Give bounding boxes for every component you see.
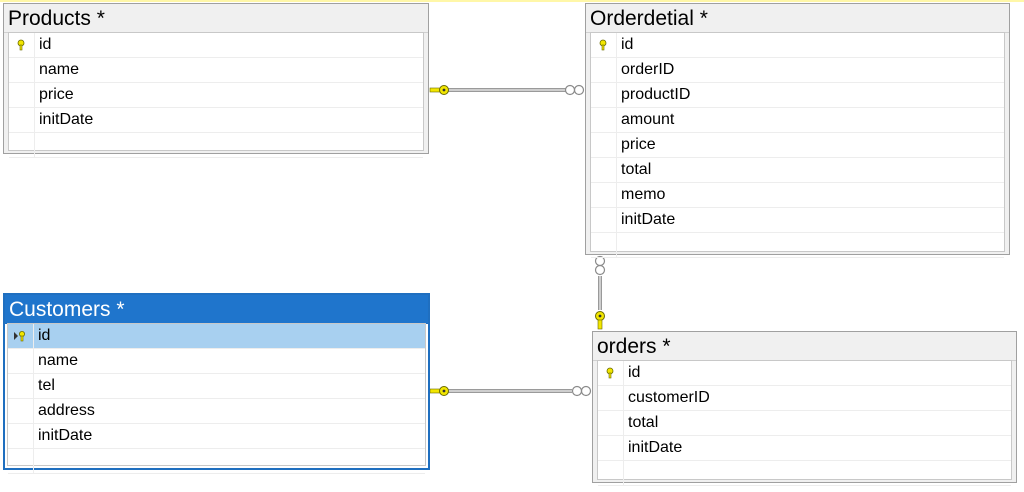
column-row-price[interactable]: price	[9, 83, 423, 108]
column-name: total	[628, 414, 659, 431]
table-products[interactable]: Products * id name price initDate	[3, 3, 429, 158]
column-row-initdate[interactable]: initDate	[591, 208, 1004, 233]
row-selector[interactable]	[591, 33, 617, 57]
row-selector[interactable]	[9, 133, 35, 157]
column-name: id	[39, 36, 52, 53]
column-row-empty[interactable]	[8, 449, 425, 474]
infinity-icon	[594, 255, 606, 276]
row-selector[interactable]	[8, 424, 34, 448]
column-name: id	[38, 327, 51, 344]
row-selector[interactable]	[591, 183, 617, 207]
column-name: customerID	[628, 389, 710, 406]
primary-key-icon	[599, 39, 607, 51]
column-name: amount	[621, 111, 675, 128]
column-name: total	[621, 161, 652, 178]
table-customers[interactable]: Customers * id name tel address	[3, 293, 430, 474]
column-row-initdate[interactable]: initDate	[9, 108, 423, 133]
row-selector[interactable]	[591, 108, 617, 132]
column-row-customerid[interactable]: customerID	[598, 386, 1011, 411]
row-selector[interactable]	[8, 449, 34, 473]
row-selector[interactable]	[9, 58, 35, 82]
column-grid: id customerID total initDate	[597, 360, 1012, 486]
row-selector[interactable]	[598, 361, 624, 385]
row-selector[interactable]	[591, 83, 617, 107]
key-icon	[429, 386, 449, 396]
row-selector[interactable]	[8, 374, 34, 398]
current-row-key-icon	[14, 331, 25, 342]
key-icon	[429, 85, 449, 95]
column-row-price[interactable]: price	[591, 133, 1004, 158]
column-row-productid[interactable]: productID	[591, 83, 1004, 108]
column-name: id	[621, 36, 634, 53]
column-name: productID	[621, 86, 691, 103]
column-row-initdate[interactable]: initDate	[598, 436, 1011, 461]
column-name: name	[38, 352, 79, 369]
column-grid: id name price initDate	[8, 32, 424, 158]
column-row-total[interactable]: total	[591, 158, 1004, 183]
table-orders[interactable]: orders * id customerID total initDate	[592, 331, 1017, 486]
primary-key-icon	[17, 39, 25, 51]
column-name: orderID	[621, 61, 675, 78]
column-name: id	[628, 364, 641, 381]
column-row-total[interactable]: total	[598, 411, 1011, 436]
column-row-id[interactable]: id	[8, 324, 425, 349]
row-selector[interactable]	[598, 436, 624, 460]
relationship-customers-orders[interactable]	[429, 385, 592, 397]
row-selector[interactable]	[591, 133, 617, 157]
row-selector[interactable]	[591, 58, 617, 82]
canvas-top-border	[0, 0, 1024, 2]
column-row-amount[interactable]: amount	[591, 108, 1004, 133]
table-orderdetial[interactable]: Orderdetial * id orderID productID amoun…	[585, 3, 1010, 258]
relationship-orders-orderdetial[interactable]	[594, 255, 606, 330]
row-selector[interactable]	[8, 399, 34, 423]
column-row-id[interactable]: id	[9, 33, 423, 58]
column-row-id[interactable]: id	[598, 361, 1011, 386]
column-name: tel	[38, 377, 55, 394]
column-name: initDate	[621, 211, 676, 228]
column-row-name[interactable]: name	[8, 349, 425, 374]
table-title[interactable]: Orderdetial *	[586, 4, 1009, 33]
primary-key-icon	[606, 367, 614, 379]
column-name: initDate	[38, 427, 93, 444]
column-row-initdate[interactable]: initDate	[8, 424, 425, 449]
row-selector[interactable]	[598, 461, 624, 485]
column-row-empty[interactable]	[9, 133, 423, 158]
column-grid: id orderID productID amount price total …	[590, 32, 1005, 258]
row-selector[interactable]	[9, 108, 35, 132]
key-icon	[595, 311, 605, 330]
column-name: initDate	[628, 439, 683, 456]
row-selector[interactable]	[8, 324, 34, 348]
infinity-icon	[564, 84, 585, 96]
row-selector[interactable]	[591, 208, 617, 232]
row-selector[interactable]	[591, 233, 617, 257]
column-row-address[interactable]: address	[8, 399, 425, 424]
column-row-name[interactable]: name	[9, 58, 423, 83]
table-title[interactable]: Customers *	[5, 295, 428, 324]
column-row-tel[interactable]: tel	[8, 374, 425, 399]
row-selector[interactable]	[9, 83, 35, 107]
relationship-products-orderdetial[interactable]	[429, 84, 585, 96]
row-selector[interactable]	[598, 386, 624, 410]
row-selector[interactable]	[8, 349, 34, 373]
row-selector[interactable]	[591, 158, 617, 182]
column-name: initDate	[39, 111, 94, 128]
column-grid: id name tel address initDate	[7, 323, 426, 474]
row-selector[interactable]	[598, 411, 624, 435]
table-title[interactable]: Products *	[4, 4, 428, 33]
row-selector[interactable]	[9, 33, 35, 57]
column-row-id[interactable]: id	[591, 33, 1004, 58]
column-name: address	[38, 402, 95, 419]
column-row-empty[interactable]	[591, 233, 1004, 258]
table-title[interactable]: orders *	[593, 332, 1016, 361]
column-name: name	[39, 61, 80, 78]
column-row-orderid[interactable]: orderID	[591, 58, 1004, 83]
column-row-empty[interactable]	[598, 461, 1011, 486]
column-row-memo[interactable]: memo	[591, 183, 1004, 208]
column-name: memo	[621, 186, 666, 203]
column-name: price	[621, 136, 656, 153]
column-name: price	[39, 86, 74, 103]
infinity-icon	[571, 385, 592, 397]
